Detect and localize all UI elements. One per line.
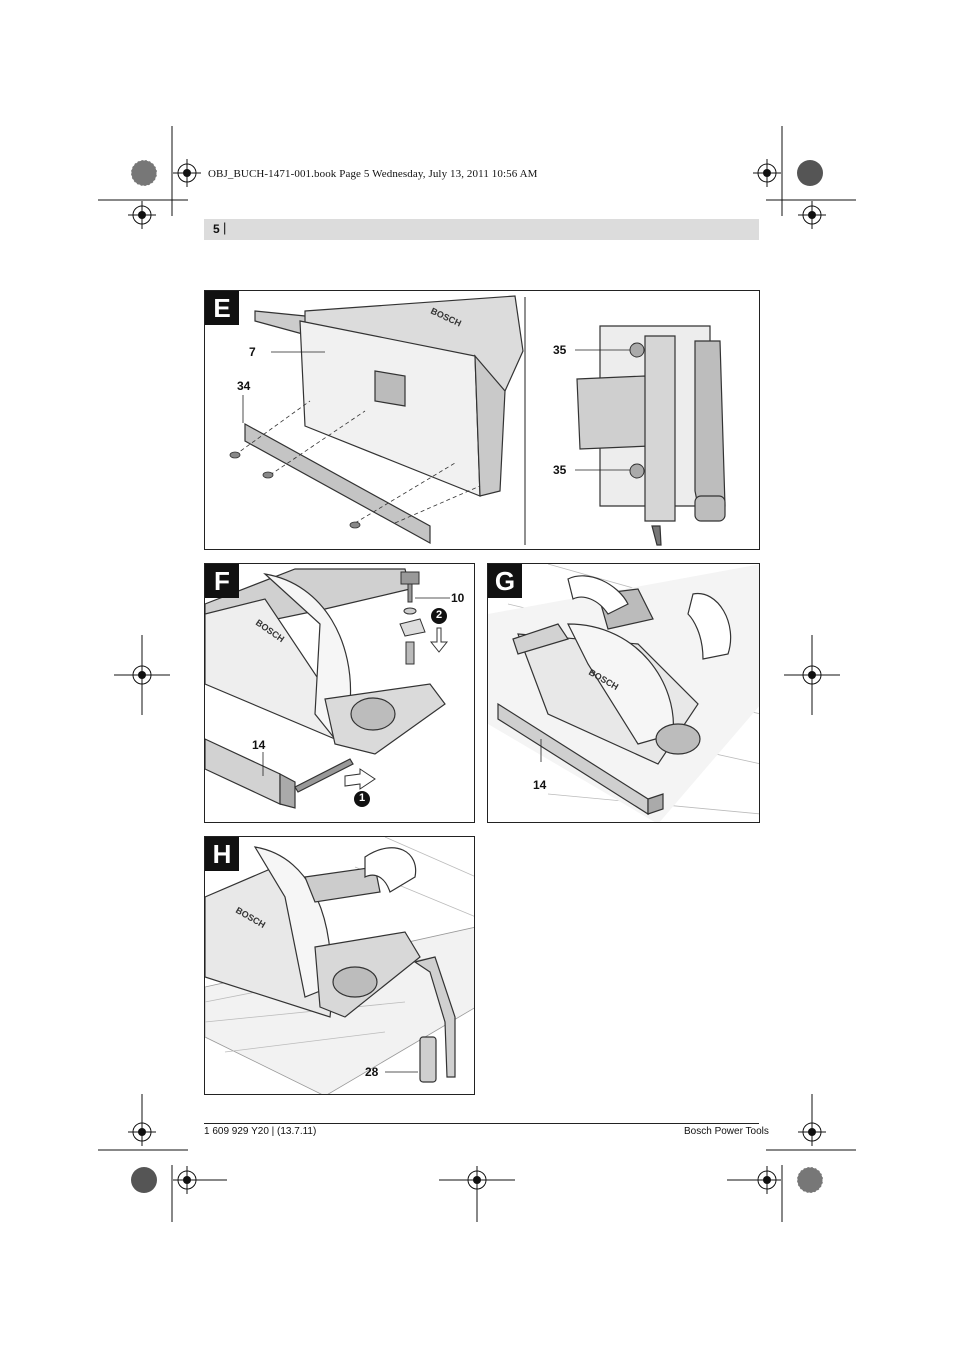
page-header-bar xyxy=(204,219,759,240)
figure-label-h: H xyxy=(205,837,239,871)
figure-label-f: F xyxy=(205,564,239,598)
page-number: 5 xyxy=(213,222,220,236)
callout-35-top: 35 xyxy=(553,343,567,357)
callout-14-f: 14 xyxy=(252,738,266,752)
figure-label-g: G xyxy=(488,564,522,598)
figure-f-illustration: BOSCH xyxy=(205,568,450,809)
callout-34: 34 xyxy=(237,379,251,393)
figure-h-illustration: BOSCH xyxy=(205,837,474,1094)
figure-e: BOSCH xyxy=(204,290,760,550)
footer-brand: Bosch Power Tools xyxy=(684,1126,769,1137)
file-info: OBJ_BUCH-1471-001.book Page 5 Wednesday,… xyxy=(208,168,538,180)
figure-g: BOSCH G 14 xyxy=(487,563,760,823)
callout-28: 28 xyxy=(365,1065,379,1079)
footer-document-number: 1 609 929 Y20 | (13.7.11) xyxy=(204,1126,317,1137)
callout-10: 10 xyxy=(451,591,465,605)
footer-rule xyxy=(204,1123,759,1124)
figure-h: BOSCH H 28 xyxy=(204,836,475,1095)
callout-7: 7 xyxy=(249,345,256,359)
figure-e-illustration: BOSCH xyxy=(229,295,726,546)
step-1: 1 xyxy=(359,792,366,804)
step-2: 2 xyxy=(436,609,443,621)
callout-35-bottom: 35 xyxy=(553,463,567,477)
figure-f: BOSCH F 10 14 1 2 xyxy=(204,563,475,823)
figure-g-illustration: BOSCH xyxy=(488,564,759,822)
figure-label-e: E xyxy=(205,291,239,325)
callout-14-g: 14 xyxy=(533,778,547,792)
page-separator: | xyxy=(223,220,227,235)
registration-target-icon xyxy=(130,159,824,1194)
